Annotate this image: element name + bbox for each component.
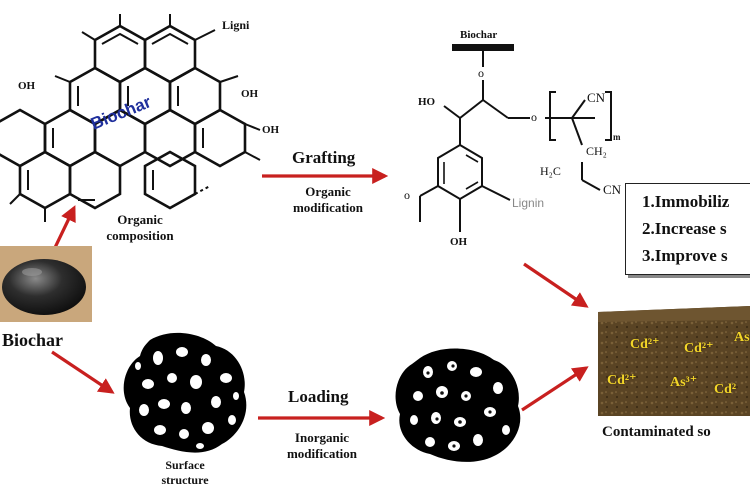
grafted-structure	[419, 44, 612, 232]
inorganic-modification-label: Inorganic modification	[262, 430, 382, 462]
result-item-3: 3.Improve s	[642, 246, 728, 265]
cn-top-label: CN	[587, 90, 606, 105]
organic-composition-line1: Organic	[117, 212, 163, 227]
biochar-photo	[0, 246, 92, 322]
oxygen-2: o	[531, 110, 537, 124]
organic-composition-line2: composition	[106, 228, 174, 243]
oh-right1-label: OH	[241, 88, 259, 100]
oxygen-3: o	[404, 188, 410, 202]
soil-ion-5: As³⁺	[670, 375, 698, 390]
oh-left-label: OH	[18, 80, 36, 92]
biochar-bar-label: Biochar	[460, 29, 498, 41]
surface-structure-line1: Surface	[165, 458, 205, 472]
inorganic-modification-line1: Inorganic	[294, 430, 350, 445]
biochar-bar	[452, 44, 514, 51]
lignin-top-label: Ligni	[222, 18, 250, 32]
contaminated-soil-block	[598, 306, 750, 416]
loading-label: Loading	[288, 387, 349, 406]
surface-structure-line2: structure	[161, 473, 209, 487]
cn-bottom-label: CN	[603, 182, 622, 197]
soil-ion-4: Cd²⁺	[607, 373, 637, 388]
soil-ion-1: Cd²⁺	[630, 337, 660, 352]
result-item-1: 1.Immobiliz	[642, 192, 730, 211]
h2c-label: H₂C	[540, 164, 561, 178]
organic-modification-line2: modification	[292, 200, 364, 215]
arrow-biochar-to-surface	[51, 350, 115, 394]
result-item-2: 2.Increase s	[642, 219, 727, 238]
graphite-substituents	[9, 14, 261, 222]
organic-composition-label: Organic composition	[100, 212, 180, 244]
arrow-organic-to-soil	[523, 262, 589, 308]
inorganic-modification-line2: modification	[286, 446, 358, 461]
contaminated-soil-label: Contaminated so	[602, 424, 711, 440]
polymer-subscript: m	[613, 132, 621, 142]
graphite-lattice	[0, 24, 247, 210]
results-box: 1.Immobiliz 2.Increase s 3.Improve s	[625, 183, 750, 275]
oxygen-1: o	[478, 66, 484, 80]
grafting-label: Grafting	[292, 148, 356, 167]
oh-struct-label: OH	[450, 236, 468, 248]
arrow-inorganic-to-soil	[521, 366, 589, 412]
surface-structure-blob	[123, 332, 247, 453]
surface-structure-label: Surface structure	[150, 458, 220, 488]
organic-modification-line1: Organic	[305, 184, 351, 199]
oh-right2-label: OH	[262, 124, 280, 136]
ch2-label: CH₂	[586, 144, 607, 158]
organic-modification-label: Organic modification	[268, 184, 388, 216]
ho-label: HO	[418, 96, 436, 108]
loaded-structure-blob	[395, 348, 521, 462]
soil-ion-6: Cd²	[714, 382, 737, 397]
soil-ion-3: As	[734, 330, 750, 345]
flow-arrows	[48, 168, 589, 426]
soil-ion-2: Cd²⁺	[684, 341, 714, 356]
biochar-photo-label: Biochar	[2, 330, 63, 350]
lignin-struct-label: Lignin	[512, 196, 545, 210]
